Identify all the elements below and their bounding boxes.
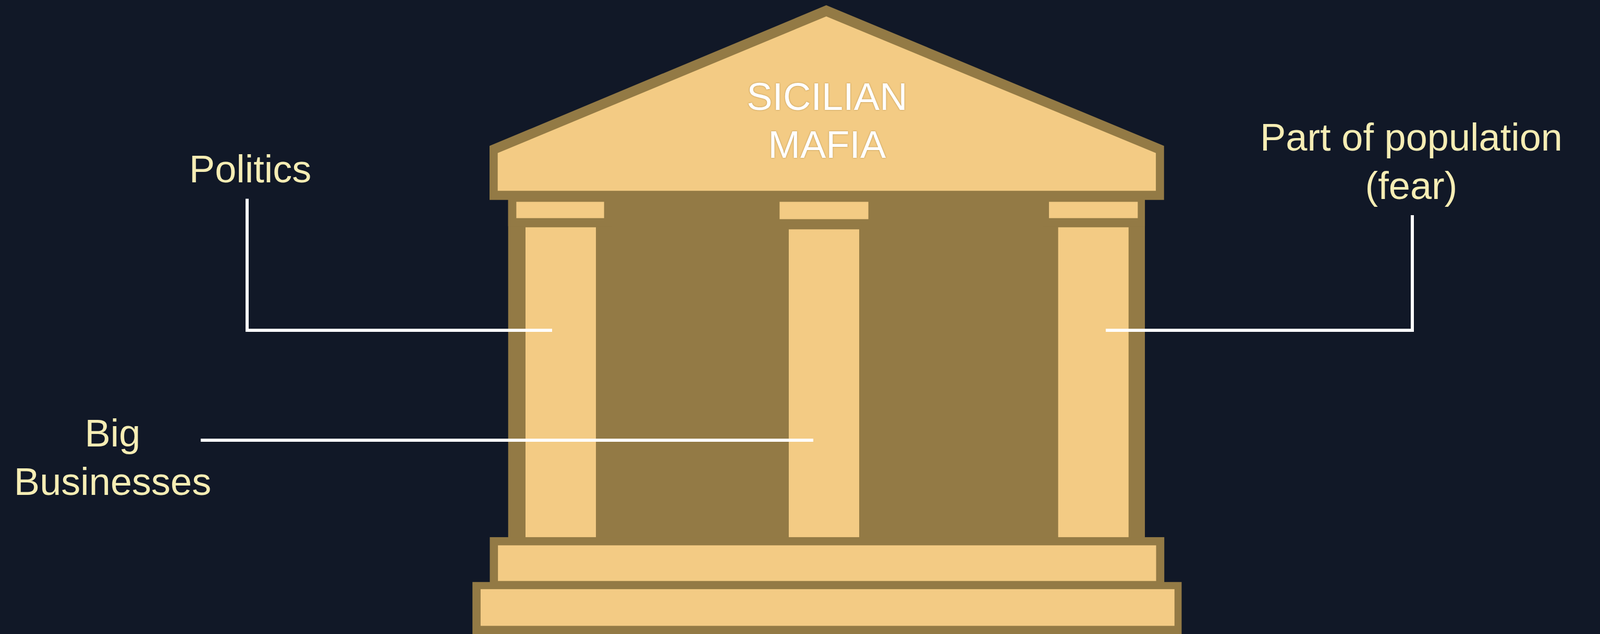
node-title: SICILIAN MAFIA: [691, 72, 963, 170]
base-step-frame: [472, 582, 1182, 634]
colonnade-back: [508, 193, 1145, 541]
base-step: [497, 545, 1156, 582]
column: [788, 229, 860, 540]
base-step: [480, 589, 1175, 627]
pillar-label: Politics: [93, 145, 407, 194]
leader-line: [200, 438, 814, 443]
column: [525, 227, 596, 540]
pillar-label: Part of population (fear): [1244, 113, 1579, 211]
capital: [1048, 201, 1138, 218]
pediment: SICILIAN MAFIA: [489, 5, 1165, 201]
pediment-face: [497, 16, 1156, 191]
column: [1058, 227, 1129, 540]
capital: [779, 201, 869, 219]
pediment-frame: [489, 5, 1165, 201]
leader-line: [1105, 215, 1413, 331]
pillar-label: Big Businesses: [3, 409, 223, 507]
pediment-text-holder: SICILIAN MAFIA: [489, 72, 1165, 170]
base-step-frame: [489, 537, 1165, 590]
capital-frame: [1042, 199, 1145, 227]
leader-line: [247, 199, 553, 332]
capital: [516, 201, 604, 218]
capital-frame: [508, 199, 613, 227]
